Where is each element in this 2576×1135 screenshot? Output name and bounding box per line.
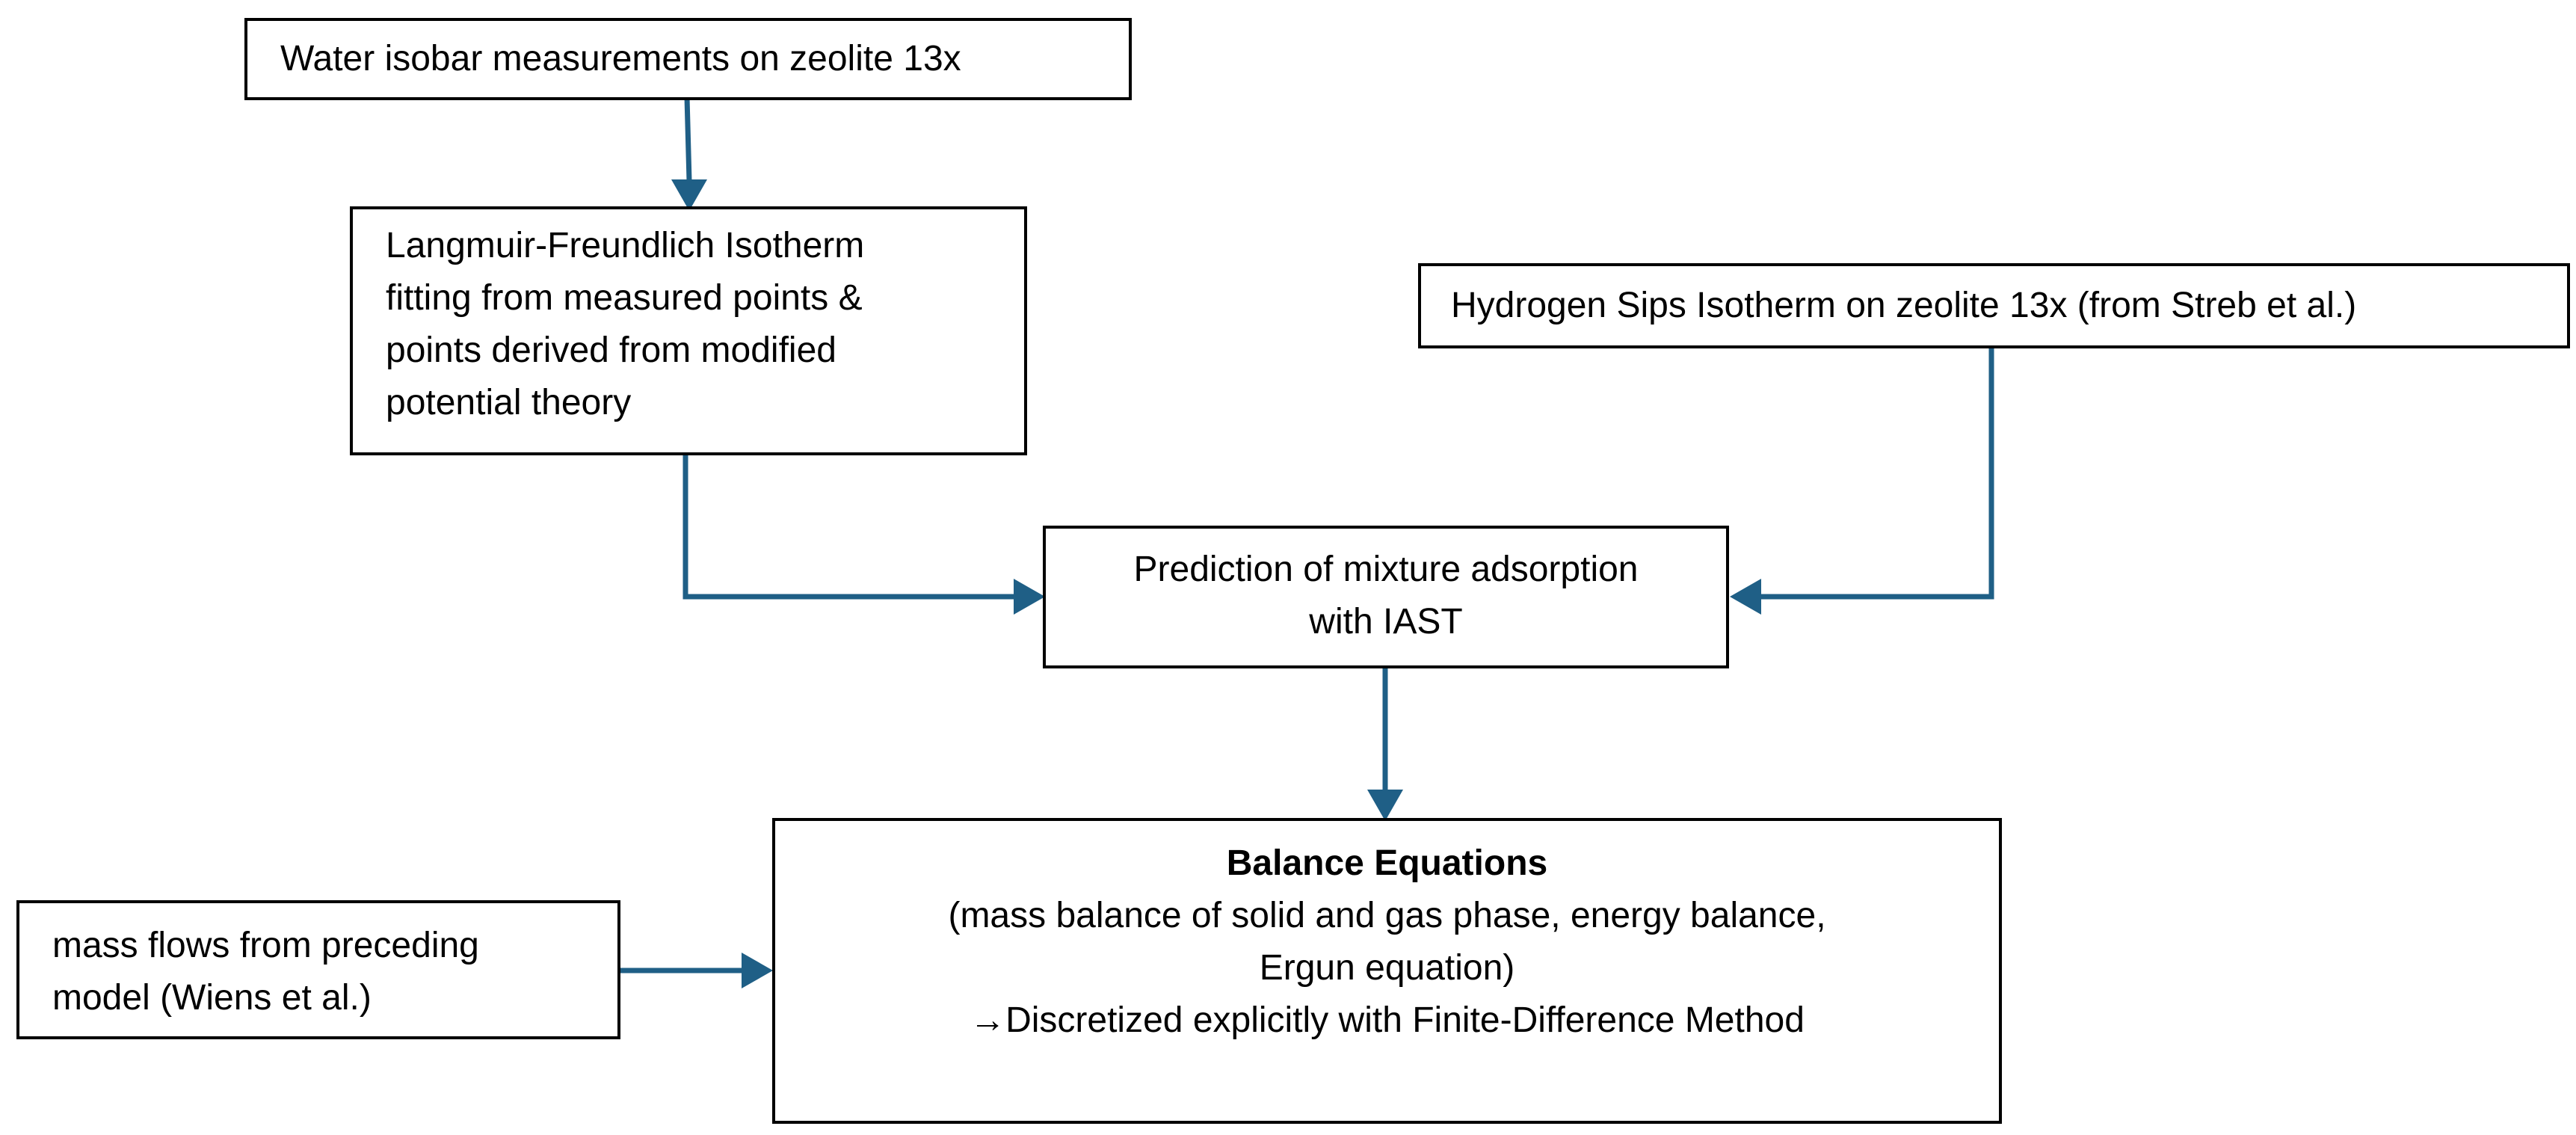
node-langmuir-fit-line-3: points derived from modified: [386, 330, 836, 370]
arrow-iast-to-balance: [1367, 667, 1403, 821]
node-iast-prediction: Prediction of mixture adsorption with IA…: [1043, 526, 1729, 668]
node-hydrogen-sips: Hydrogen Sips Isotherm on zeolite 13x (f…: [1418, 263, 2570, 348]
arrow-langmuir-to-iast: [682, 454, 1045, 615]
node-mass-flows-line-2: model (Wiens et al.): [52, 978, 372, 1018]
node-balance-equations-line-3: →Discretized explicitly with Finite-Diff…: [970, 1000, 1805, 1040]
node-balance-equations-line-2: Ergun equation): [1259, 948, 1515, 988]
node-water-isobar-text: Water isobar measurements on zeolite 13x: [280, 39, 961, 79]
node-balance-equations-line-1: (mass balance of solid and gas phase, en…: [948, 896, 1826, 935]
node-langmuir-fit-line-4: potential theory: [386, 383, 632, 422]
arrow-massflows-to-balance: [619, 953, 773, 988]
node-balance-equations: Balance Equations (mass balance of solid…: [772, 818, 2002, 1124]
node-balance-equations-title: Balance Equations: [1226, 843, 1548, 883]
node-iast-prediction-line-1: Prediction of mixture adsorption: [1133, 550, 1639, 589]
arrow-hydrogen-to-iast: [1730, 345, 1994, 615]
node-iast-prediction-line-2: with IAST: [1309, 602, 1463, 642]
node-langmuir-fit: Langmuir-Freundlich Isotherm fitting fro…: [350, 206, 1027, 455]
arrow-water-to-langmuir: [671, 96, 707, 211]
node-mass-flows-line-1: mass flows from preceding: [52, 926, 479, 965]
node-mass-flows: mass flows from preceding model (Wiens e…: [16, 900, 620, 1039]
node-langmuir-fit-line-2: fitting from measured points &: [386, 278, 863, 318]
node-langmuir-fit-line-1: Langmuir-Freundlich Isotherm: [386, 226, 865, 265]
node-water-isobar: Water isobar measurements on zeolite 13x: [244, 18, 1132, 100]
node-hydrogen-sips-text: Hydrogen Sips Isotherm on zeolite 13x (f…: [1451, 286, 2357, 325]
